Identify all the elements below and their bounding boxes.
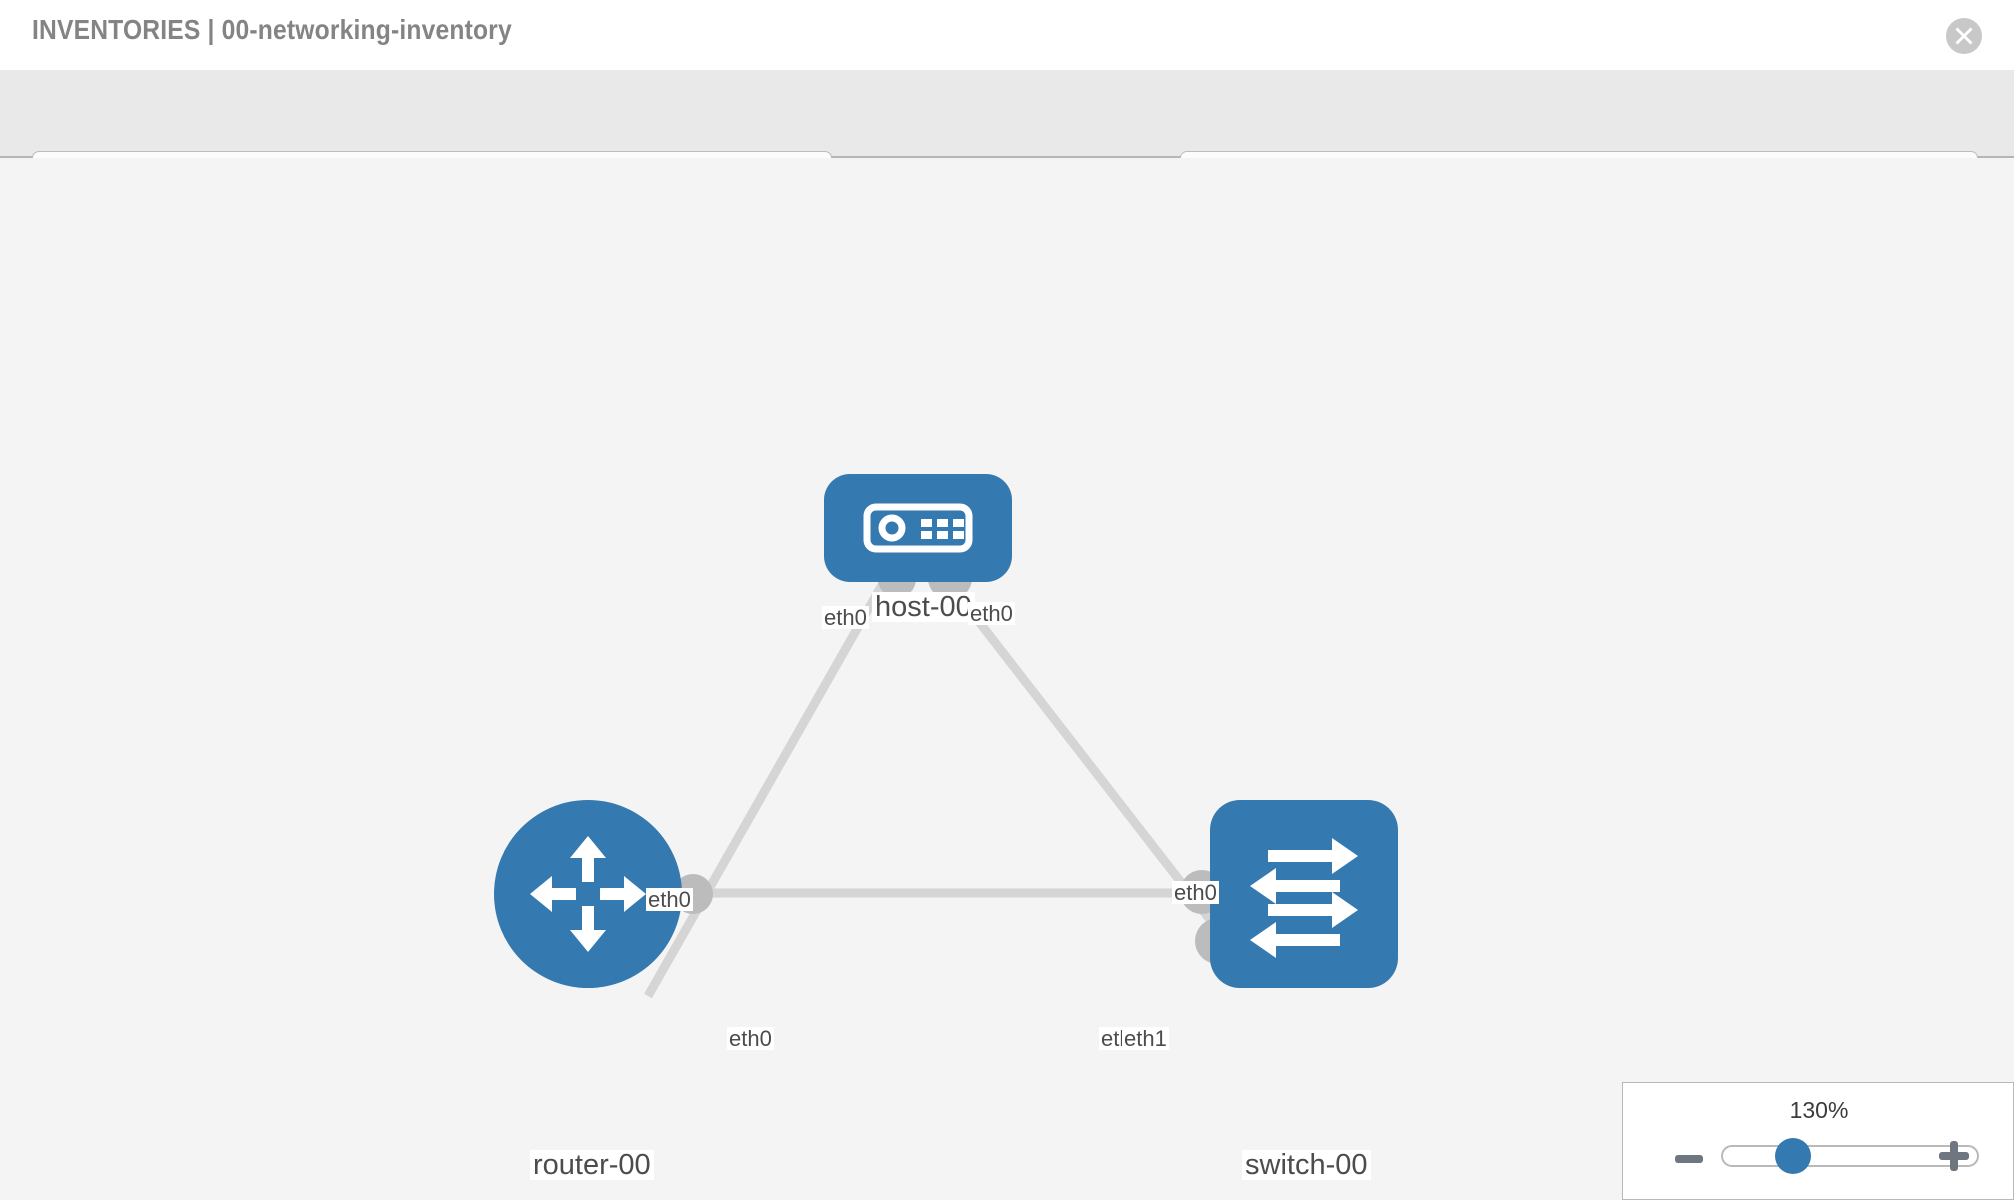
- port-label-router-right: eth0: [727, 1026, 774, 1051]
- zoom-slider-thumb[interactable]: [1775, 1138, 1811, 1174]
- port-label-switch-up: eth0: [1172, 880, 1219, 905]
- topology-canvas[interactable]: host-00 router-00: [0, 158, 2014, 1200]
- port-label-switch-left: eth1: [1122, 1026, 1169, 1051]
- switch-node-shape[interactable]: [1210, 800, 1398, 988]
- port-label-host-left: eth0: [822, 605, 869, 630]
- server-icon: [863, 503, 973, 553]
- port-label-router-up: eth0: [646, 887, 693, 912]
- zoom-in-button[interactable]: [1939, 1141, 1969, 1171]
- toolbar: ACTIONS SEARCH: [0, 70, 2014, 203]
- port-label-host-right: eth0: [968, 601, 1015, 626]
- zoom-out-button[interactable]: [1675, 1155, 1703, 1163]
- page-title: INVENTORIES | 00-networking-inventory: [32, 14, 512, 45]
- zoom-level-value: 130%: [1789, 1097, 1849, 1123]
- node-label-switch: switch-00: [1242, 1150, 1371, 1180]
- switch-arrows-icon: [1250, 838, 1358, 958]
- node-label-host: host-00: [872, 592, 975, 622]
- zoom-control-panel: 130%: [1622, 1082, 2014, 1200]
- link-host-router: [644, 575, 890, 999]
- page-header: INVENTORIES | 00-networking-inventory: [0, 0, 2014, 70]
- node-label-router: router-00: [530, 1150, 654, 1180]
- host-node-shape[interactable]: [824, 474, 1012, 582]
- router-arrows-icon: [530, 836, 646, 952]
- close-icon[interactable]: [1946, 18, 1982, 54]
- topology-links: [644, 575, 1236, 999]
